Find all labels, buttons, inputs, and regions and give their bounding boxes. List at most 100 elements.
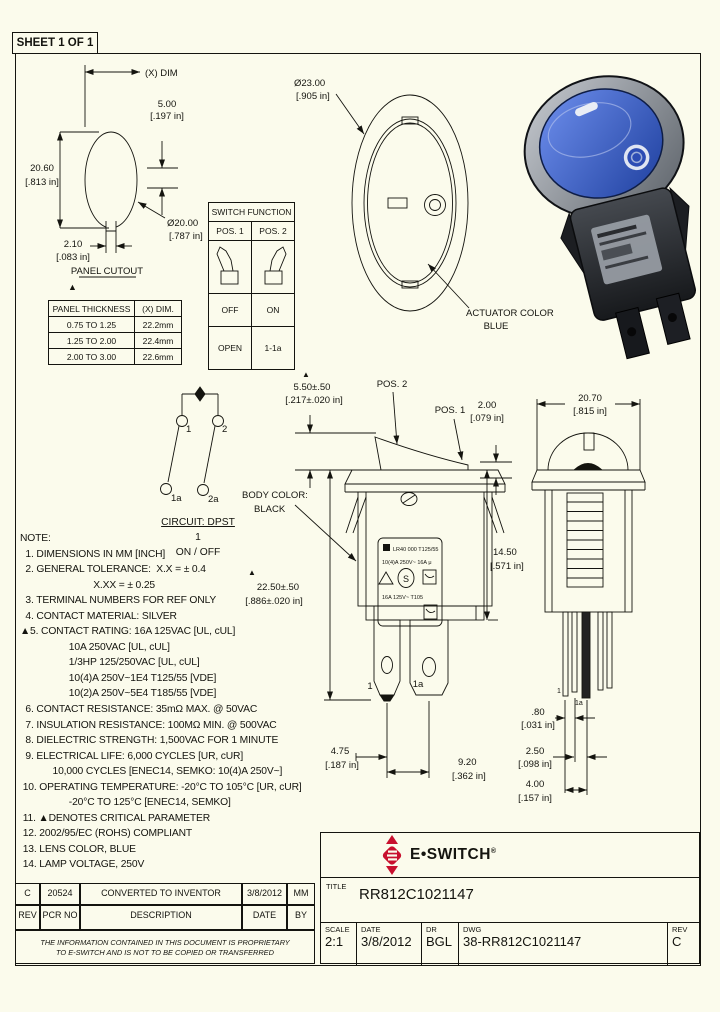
rev-entry-date: 3/8/2012 [246,888,283,898]
front-view-geometry [294,391,512,778]
th-cell: 22.4mm [134,332,182,349]
rocker-pos2-icon [264,246,287,285]
rev-label: REV [672,925,688,934]
dim-475in: [.187 in] [325,760,359,771]
scale-value: 2:1 [325,934,344,949]
dim-2250mm: 22.50±.50 [257,582,299,593]
dwg-label: DWG [463,925,482,934]
panel-cutout-drawing: (X) DIM 5.00 [.197 in] 20.60 [.813 in] Ø… [25,65,203,278]
rev-cell: REV C [668,923,701,965]
actuator-color-label: ACTUATOR COLOR [466,308,554,319]
th-cell: 0.75 TO 1.25 [48,316,135,333]
body-color-label: BODY COLOR: [242,490,308,501]
notes-list: NOTE: 1. DIMENSIONS IN MM [INCH] 2. GENE… [20,533,302,871]
dwg-value: 38-RR812C1021147 [463,934,582,949]
dim-080in: [.031 in] [521,720,555,731]
terminal-1-label: 1 [186,424,191,435]
dim-dia23in: [.905 in] [296,91,330,102]
brand-row: E•SWITCH® [321,833,699,878]
title-row: TITLE RR812C1021147 [321,878,699,923]
border-frame [15,53,701,966]
dim-920mm: 9.20 [458,757,477,768]
th-cell: 2.00 TO 3.00 [48,348,135,365]
date-cell: DATE 3/8/2012 [357,923,422,965]
th-cell: 1.25 TO 2.00 [48,332,135,349]
rev-head-pcr: PCR NO [42,910,78,920]
pos1-callout: POS. 1 [435,405,466,416]
product-photo-3d [523,75,696,360]
agency-line1: LR40 000 T125/55 [393,547,438,553]
terminal-1a-label: 1a [171,493,182,504]
circuit-pos-number: 1 [195,532,201,543]
actuator-color-value: BLUE [484,321,509,332]
pos1-header: POS. 1 [208,221,252,241]
circuit-open: OPEN [208,326,252,370]
date-value: 3/8/2012 [361,934,412,949]
brand-logo: E•SWITCH® [381,835,497,875]
dim-400mm: 4.00 [526,779,545,790]
switch-function-table: SWITCH FUNCTION POS. 1 POS. 2 OFF ON OPE… [208,202,295,370]
front-terminal-1: 1 [367,681,372,692]
title-label: TITLE [326,882,347,891]
dim-475mm: 4.75 [331,746,350,757]
dim-200in: [.079 in] [470,413,504,424]
date-label: DATE [361,925,381,934]
side-view-drawing: 20.70 [.815 in] 1 1a .80 [.031 in] 2.50 … [518,390,646,804]
dim-250mm: 2.50 [526,746,545,757]
critical-triangle-icon: ▲ [68,282,77,292]
body-color-value: BLACK [254,504,286,515]
dim-dia20mm: Ø20.00 [167,218,198,229]
circuit-1-1a: 1-1a [251,326,295,370]
sheet-number-label: SHEET 1 OF 1 [12,32,98,54]
pos2-header: POS. 2 [251,221,295,241]
dim-550mm: 5.50±.50 [294,382,331,393]
rev-entry-desc: CONVERTED TO INVENTOR [101,888,221,898]
pos2-callout: POS. 2 [377,379,408,390]
part-number-title: RR812C1021147 [359,886,474,903]
rocker-pos1-icon [216,246,239,285]
semko-mark: S [403,574,409,584]
side-terminal-1: 1 [557,688,561,695]
rev-head-date: DATE [252,910,277,920]
dim-1450mm: 14.50 [493,547,517,558]
side-view-geometry [531,390,646,795]
info-row: SCALE 2:1 DATE 3/8/2012 DR BGL DWG 38-RR… [321,923,699,965]
dim-210mm: 2.10 [64,239,83,250]
dim-080mm: .80 [531,707,544,718]
registered-mark: ® [490,847,497,855]
dim-550in: [.217±.020 in] [285,395,343,406]
state-off: OFF [208,293,252,327]
svg-defs [0,0,2,2]
circuit-type-label: CIRCUIT: DPST [161,517,235,528]
dim-2060mm: 20.60 [30,163,54,174]
table-row: 2.00 TO 3.00 22.6mm [48,348,182,365]
top-view-geometry [335,93,470,312]
dim-5in: [.197 in] [150,111,184,122]
dr-cell: DR BGL [422,923,459,965]
table-row: 0.75 TO 1.25 22.2mm [48,316,182,333]
panel-thickness-table: PANEL THICKNESS (X) DIM. 0.75 TO 1.25 22… [48,300,182,365]
dim-400in: [.157 in] [518,793,552,804]
dr-label: DR [426,925,437,934]
circuit-caption: CIRCUIT: DPST 1 ON / OFF [153,515,243,560]
title-block: E•SWITCH® TITLE RR812C1021147 SCALE 2:1 … [320,832,700,965]
rev-head-rev: REV [18,910,37,920]
dim-dia20in: [.787 in] [169,231,203,242]
dim-2060in: [.813 in] [25,177,59,188]
scale-cell: SCALE 2:1 [321,923,357,965]
dim-dia23mm: Ø23.00 [294,78,325,89]
proprietary-line2: TO E-SWITCH AND IS NOT TO BE COPIED OR T… [56,947,274,957]
rev-entry-pcr: 20524 [47,888,73,898]
top-view-drawing: Ø23.00 [.905 in] ACTUATOR COLOR BLUE [294,78,554,332]
rev-head-by: BY [294,910,307,920]
agency-line3: 16A 125V~ T105 [382,595,423,601]
panel-cutout-caption: PANEL CUTOUT [71,266,143,277]
agency-line2: 10(4)A 250V~ 16A μ [382,560,432,566]
th-cell: 22.2mm [134,316,182,333]
dim-1450in: [.571 in] [490,561,524,572]
dim-250in: [.098 in] [518,759,552,770]
dim-210in: [.083 in] [56,252,90,263]
dwg-cell: DWG 38-RR812C1021147 [459,923,668,965]
eswitch-logo-icon [382,835,402,875]
